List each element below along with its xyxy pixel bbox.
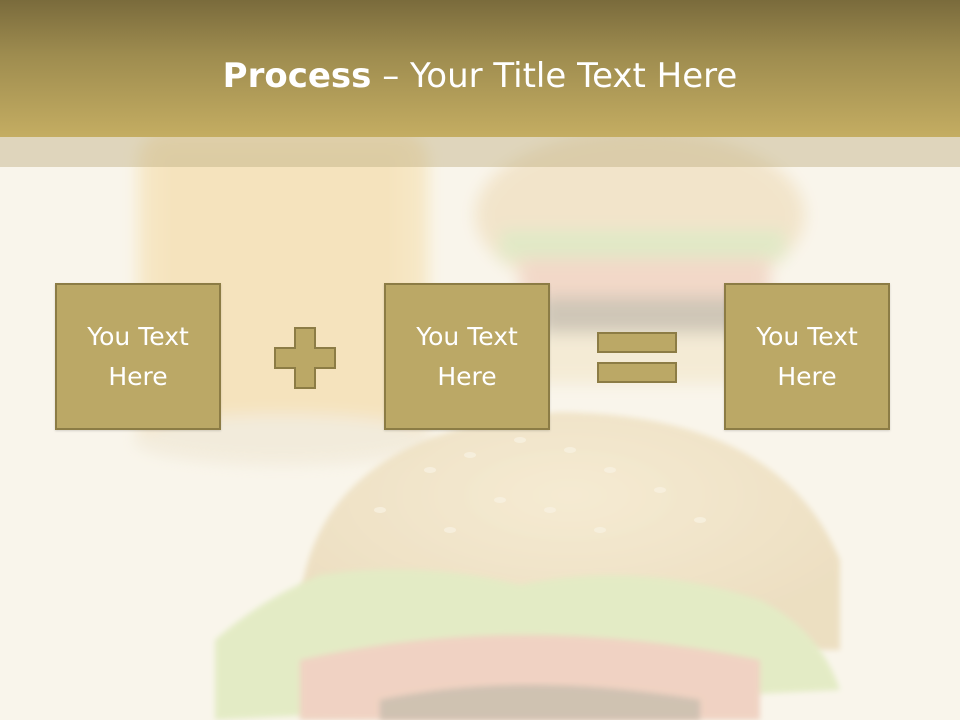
title-rest: Your Title Text Here xyxy=(410,56,738,96)
slide-title: Process – Your Title Text Here xyxy=(0,54,960,98)
process-box-1[interactable]: You Text Here xyxy=(55,283,221,430)
equals-icon xyxy=(597,332,677,383)
title-bar-strip xyxy=(0,137,960,167)
process-box-1-text: You Text Here xyxy=(87,321,189,391)
process-box-2[interactable]: You Text Here xyxy=(384,283,550,430)
process-box-3-text: You Text Here xyxy=(756,321,858,391)
title-bold: Process xyxy=(222,56,372,96)
process-box-3[interactable]: You Text Here xyxy=(724,283,890,430)
title-dash: – xyxy=(371,56,411,96)
plus-icon xyxy=(274,327,336,389)
process-box-2-text: You Text Here xyxy=(416,321,518,391)
title-bar xyxy=(0,0,960,137)
